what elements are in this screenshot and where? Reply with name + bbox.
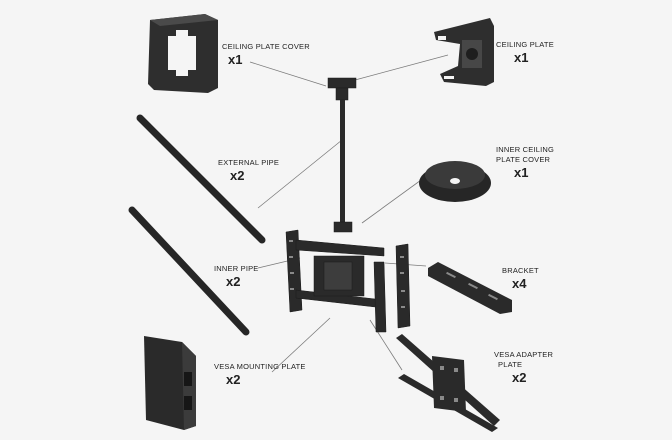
part-quantity: x2 [230,168,245,183]
part-name: INNER PIPE [214,264,259,273]
part-quantity: x1 [228,52,243,67]
part-quantity: x4 [512,276,527,291]
inner-pipe-shape [128,206,250,336]
label-bracket: BRACKET x4 [502,266,539,291]
label-vesa-adapter-plate: VESA ADAPTER PLATE x2 [494,350,553,385]
part-quantity: x2 [226,274,241,289]
part-quantity: x1 [514,165,529,180]
part-name-line-1: VESA ADAPTER [494,350,554,359]
ceiling-plate-cover-shape [148,14,218,93]
bracket-shape [428,262,512,314]
label-inner-ceiling-plate-cover: INNER CEILING PLATE COVER x1 [496,145,554,180]
part-quantity: x1 [514,50,529,65]
vesa-mounting-plate-shape [144,336,196,430]
label-vesa-mounting-plate: VESA MOUNTING PLATE x2 [214,362,306,387]
assembled-mount [285,77,411,333]
label-ceiling-plate: CEILING PLATE x1 [496,40,554,65]
part-name: CEILING PLATE COVER [222,42,310,51]
label-inner-pipe: INNER PIPE x2 [214,264,259,289]
part-quantity: x2 [226,372,241,387]
vesa-adapter-plate-shape [396,334,500,432]
part-name-line-2: PLATE COVER [496,155,551,164]
part-name-line-1: INNER CEILING [496,145,555,154]
leader-vesa-adapter [369,319,403,371]
inner-ceiling-plate-cover-shape [419,161,491,202]
part-quantity: x2 [512,370,527,385]
leader-inner-ceiling-cover [361,174,429,224]
leader-vesa-mounting [271,317,331,373]
part-name: BRACKET [502,266,539,275]
part-name: CEILING PLATE [496,40,554,49]
part-name: VESA MOUNTING PLATE [214,362,306,371]
part-name-line-2: PLATE [498,360,523,369]
label-ceiling-plate-cover: CEILING PLATE COVER x1 [222,42,310,67]
leader-ceiling-plate [354,54,449,81]
leader-ceiling-plate-cover [249,61,327,87]
label-external-pipe: EXTERNAL PIPE x2 [218,158,279,183]
part-name: EXTERNAL PIPE [218,158,280,167]
ceiling-plate-shape [434,18,494,86]
external-pipe-shape [136,114,266,244]
leader-external-pipe [257,139,343,209]
